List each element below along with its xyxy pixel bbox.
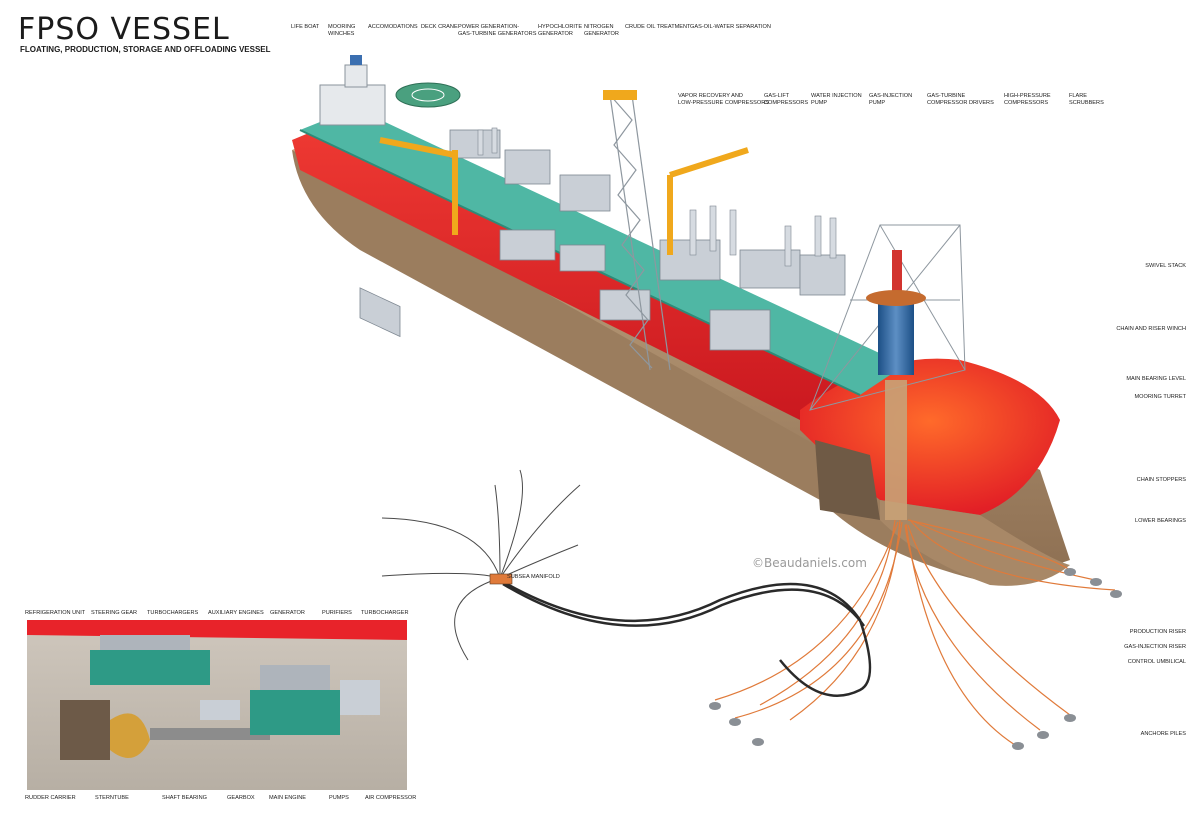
credit-watermark: ©Beaudaniels.com bbox=[752, 556, 867, 570]
label-shaft-bearing: SHAFT BEARING bbox=[162, 795, 207, 801]
label-refrigeration-unit: REFRIGERATION UNIT bbox=[25, 610, 86, 616]
anchor-piles bbox=[709, 568, 1122, 750]
label-power-generation: POWER GENERATION- GAS-TURBINE GENERATORS bbox=[458, 24, 537, 37]
label-vapor-recovery: VAPOR RECOVERY AND LOW-PRESSURE COMPRESS… bbox=[678, 93, 769, 106]
label-gas-turbine-drivers: GAS-TURBINE COMPRESSOR DRIVERS bbox=[927, 93, 994, 106]
label-nitrogen-generator: NITROGEN GENERATOR bbox=[584, 24, 619, 37]
label-gas-lift-compressors: GAS-LIFT COMPRESSORS bbox=[764, 93, 809, 106]
label-gas-oil-water-separation: GAS-OIL-WATER SEPARATION bbox=[690, 24, 771, 30]
label-mooring-winches: MOORING WINCHES bbox=[328, 24, 356, 37]
label-turbocharger: TURBOCHARGER bbox=[361, 610, 409, 616]
label-air-compressor: AIR COMPRESSOR bbox=[365, 795, 417, 801]
label-accomodations: ACCOMODATIONS bbox=[368, 24, 418, 30]
label-sterntube: STERNTUBE bbox=[95, 795, 129, 801]
label-deck-crane: DECK CRANE bbox=[421, 24, 458, 30]
page-subtitle: FLOATING, PRODUCTION, STORAGE AND OFFLOA… bbox=[20, 45, 271, 54]
label-rudder-carrier: RUDDER CARRIER bbox=[25, 795, 76, 801]
page-title: FPSO VESSEL bbox=[18, 12, 230, 47]
accommodation-block bbox=[319, 55, 461, 126]
engine-room-inset bbox=[27, 620, 407, 790]
turret-cylinder bbox=[878, 295, 914, 375]
label-gas-injection-pump: GAS-INJECTION PUMP bbox=[869, 93, 913, 106]
label-control-umbilical: CONTROL UMBILICAL bbox=[1127, 659, 1186, 665]
label-subsea-manifold: SUBSEA MANIFOLD bbox=[507, 574, 560, 580]
exhaust-stacks bbox=[477, 127, 837, 267]
label-swivel-stack: SWIVEL STACK bbox=[1145, 263, 1186, 269]
subsea-manifold bbox=[489, 573, 513, 585]
label-high-pressure-compressors: HIGH-PRESSURE COMPRESSORS bbox=[1004, 93, 1051, 106]
turret-shaft bbox=[885, 380, 907, 520]
label-steering-gear: STEERING GEAR bbox=[91, 610, 138, 616]
label-water-injection-pump: WATER INJECTION PUMP bbox=[811, 93, 862, 106]
moonpool bbox=[815, 440, 880, 520]
label-production-riser: PRODUCTION RISER bbox=[1129, 629, 1186, 635]
label-generator: GENERATOR bbox=[270, 610, 305, 616]
label-gearbox: GEARBOX bbox=[227, 795, 255, 801]
label-life-boat: LIFE BOAT bbox=[291, 24, 320, 30]
bow-lower bbox=[880, 500, 1070, 586]
deck-cranes bbox=[379, 137, 749, 255]
label-lower-bearings: LOWER BEARINGS bbox=[1135, 518, 1186, 524]
swivel-stack bbox=[892, 250, 902, 295]
label-gas-injection-riser: GAS-INJECTION RISER bbox=[1124, 644, 1186, 650]
label-chain-riser-winch: CHAIN AND RISER WINCH bbox=[1116, 326, 1186, 332]
label-flare-scrubbers: FLARE SCRUBBERS bbox=[1069, 93, 1104, 106]
label-chain-stoppers: CHAIN STOPPERS bbox=[1136, 477, 1186, 483]
flare-tower bbox=[603, 90, 671, 371]
label-hypochlorite-generator: HYPOCHLORITE GENERATOR bbox=[538, 24, 583, 37]
label-main-engine: MAIN ENGINE bbox=[269, 795, 306, 801]
risers bbox=[714, 519, 1116, 746]
manifold-jumpers bbox=[381, 469, 581, 661]
label-mooring-turret: MOORING TURRET bbox=[1134, 394, 1186, 400]
label-anchore-piles: ANCHORE PILES bbox=[1140, 731, 1186, 737]
label-auxiliary-engines: AUXILIARY ENGINES bbox=[208, 610, 264, 616]
umbilical bbox=[499, 578, 872, 697]
deck-modules bbox=[359, 129, 846, 351]
label-purifiers: PURIFIERS bbox=[322, 610, 352, 616]
label-main-bearing-level: MAIN BEARING LEVEL bbox=[1126, 376, 1186, 382]
label-turbochargers: TURBOCHARGERS bbox=[147, 610, 199, 616]
label-crude-oil-treatment: CRUDE OIL TREATMENT bbox=[625, 24, 691, 30]
label-pumps: PUMPS bbox=[329, 795, 349, 801]
